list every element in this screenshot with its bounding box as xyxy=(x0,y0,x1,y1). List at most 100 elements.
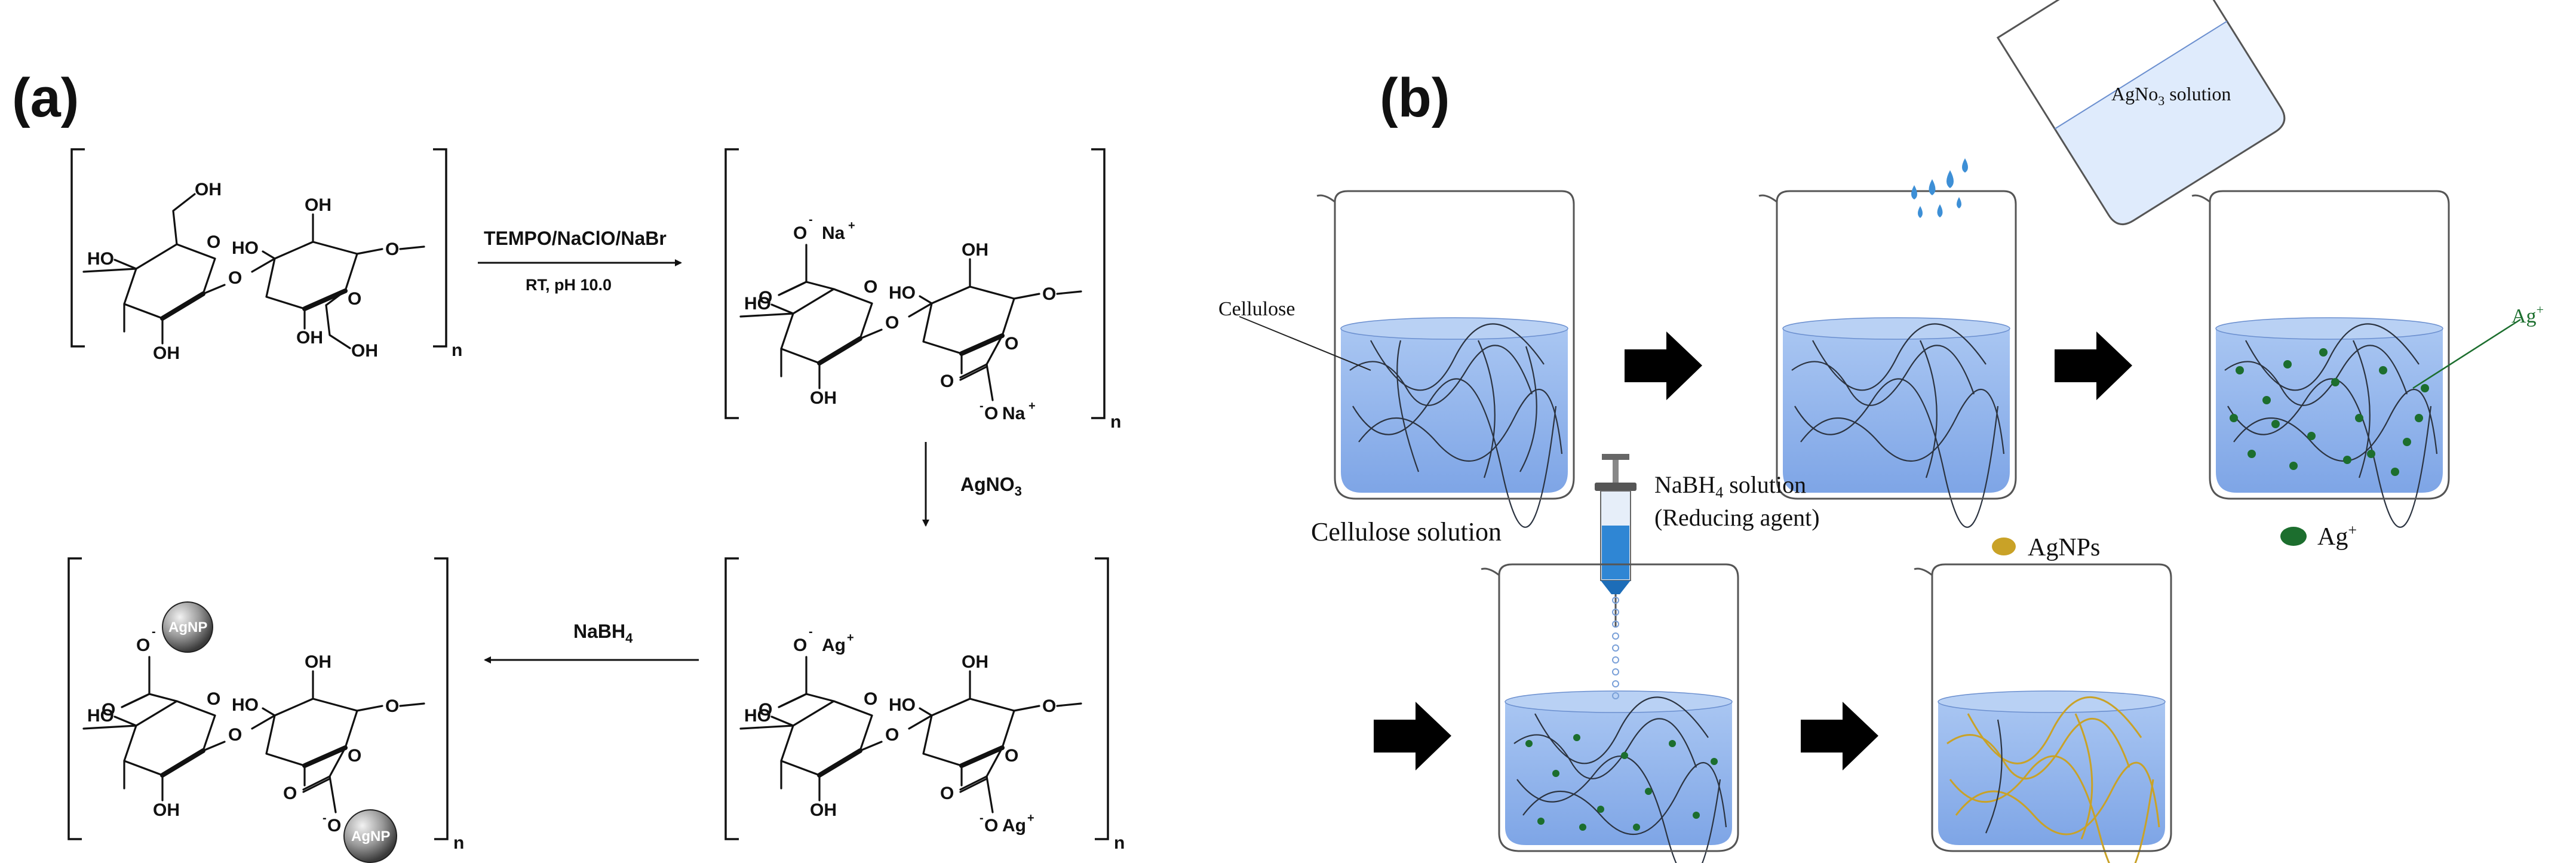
svg-text:NaBH4 solution: NaBH4 solution xyxy=(1654,471,1806,501)
atom-na: Na xyxy=(822,223,845,243)
charge: - xyxy=(152,625,156,638)
charge: + xyxy=(848,219,855,232)
arrow-reduction: NaBH4 xyxy=(484,621,699,664)
atom-ho: HO xyxy=(87,249,114,269)
atom-ho: HO xyxy=(232,238,259,258)
molecule-agnp-cellulose: n O O - O O - O O O O HO OH OH HO xyxy=(67,557,464,863)
subscript: 4 xyxy=(625,631,633,646)
end-o: O xyxy=(385,696,399,716)
link-o: O xyxy=(228,725,242,745)
ring-o: O xyxy=(864,277,877,297)
link-o: O xyxy=(228,268,242,288)
link-o: O xyxy=(885,313,899,333)
molecule-carboxylated: n O O - Na + O O - Na + O O O xyxy=(724,148,1121,432)
process-arrow-1 xyxy=(1625,331,1702,400)
charge: + xyxy=(1027,812,1034,825)
atom-o: O xyxy=(102,700,115,720)
reagent-tempo: TEMPO/NaClO/NaBr xyxy=(484,228,667,249)
beaker-agnps xyxy=(1914,563,2172,863)
atom-o: O xyxy=(984,816,998,836)
agno3-drops xyxy=(1911,158,1968,218)
svg-text:NaBH4: NaBH4 xyxy=(573,621,633,646)
charge: - xyxy=(809,213,813,226)
subscript: 3 xyxy=(2158,93,2164,108)
svg-text:AgNO3: AgNO3 xyxy=(960,474,1022,499)
panel-a-label: (a) xyxy=(12,67,79,128)
atom-oh: OH xyxy=(810,388,837,408)
process-arrow-3 xyxy=(1374,702,1451,770)
nabh4-drops xyxy=(1612,597,1619,699)
subscript: 4 xyxy=(1715,484,1723,501)
molecule-cellulose: n OH OH O O O O HO OH OH HO OH xyxy=(70,148,462,363)
svg-text:Ag+: Ag+ xyxy=(2511,302,2544,327)
beaker-reduction xyxy=(1481,563,1739,863)
cellulose-fibers xyxy=(1349,323,1563,528)
atom-oh: OH xyxy=(962,652,988,672)
arrow-silver: AgNO3 xyxy=(922,442,1022,527)
end-o: O xyxy=(1042,284,1056,304)
atom-ho: HO xyxy=(889,695,916,715)
ring-o: O xyxy=(348,746,361,766)
svg-text:Ag+: Ag+ xyxy=(2317,521,2357,551)
cellulose-solution-label: Cellulose solution xyxy=(1311,517,1502,546)
ring-o: O xyxy=(1005,746,1018,766)
panel-b-label: (b) xyxy=(1380,67,1450,128)
atom-o: O xyxy=(759,288,772,308)
atom-ho: HO xyxy=(744,294,771,314)
nabh4-label: NaBH xyxy=(1654,471,1715,498)
syringe-nabh4 xyxy=(1595,454,1637,627)
atom-ho: HO xyxy=(232,695,259,715)
charge: - xyxy=(980,400,984,413)
agnp-sphere-bottom: AgNP xyxy=(343,809,397,863)
ag-ion-label: Ag xyxy=(2511,305,2537,327)
atom-o: O xyxy=(136,635,150,655)
atom-o: O xyxy=(793,223,807,243)
atom-ag: Ag xyxy=(1002,816,1026,836)
cellulose-label: Cellulose xyxy=(1218,298,1295,320)
atom-o: O xyxy=(940,784,954,803)
ag-ion-dots xyxy=(2230,348,2429,476)
svg-text:AgNo3 solution: AgNo3 solution xyxy=(2111,83,2231,108)
atom-oh: OH xyxy=(153,343,180,363)
atom-o: O xyxy=(984,404,998,423)
label-suffix: solution xyxy=(1723,471,1806,498)
ag-legend-dot xyxy=(2280,527,2307,546)
atom-oh: OH xyxy=(195,180,222,199)
agnp-label: AgNP xyxy=(351,828,390,844)
repeat-n: n xyxy=(1110,412,1121,432)
charge: - xyxy=(323,812,327,825)
atom-ho: HO xyxy=(889,283,916,303)
atom-o: O xyxy=(940,371,954,391)
reducing-agent-label: (Reducing agent) xyxy=(1654,504,1820,531)
atom-oh: OH xyxy=(305,652,331,672)
agnps-legend-label: AgNPs xyxy=(2028,534,2100,561)
end-o: O xyxy=(385,239,399,259)
charge: + xyxy=(847,631,854,644)
atom-ho: HO xyxy=(744,706,771,726)
process-arrow-4 xyxy=(1801,702,1878,770)
link-o: O xyxy=(885,725,899,745)
atom-oh: OH xyxy=(962,240,988,260)
ring-o: O xyxy=(864,689,877,709)
atom-oh: OH xyxy=(351,341,378,361)
reagent-nabh4: NaBH xyxy=(573,621,625,642)
beaker-adding-agno3 xyxy=(1758,190,2017,528)
atom-ag: Ag xyxy=(822,635,846,655)
atom-oh: OH xyxy=(810,800,837,820)
atom-o: O xyxy=(793,635,807,655)
ring-o: O xyxy=(207,232,220,252)
reagent-agno3: AgNO xyxy=(960,474,1015,495)
atom-o: O xyxy=(327,816,341,836)
repeat-n: n xyxy=(452,340,462,360)
molecule-silver-carboxylate: n O O - Ag + O O - Ag + O O O O HO O xyxy=(724,557,1125,853)
arrow-oxidation: TEMPO/NaClO/NaBr RT, pH 10.0 xyxy=(478,228,682,294)
charge: - xyxy=(980,812,984,825)
charge: + xyxy=(2348,521,2357,539)
agno3-solution-label: AgNo xyxy=(2111,83,2158,105)
beaker-ag-ions xyxy=(2191,190,2521,528)
label-suffix: solution xyxy=(2164,83,2231,105)
charge: + xyxy=(2537,302,2544,317)
atom-ho: HO xyxy=(87,706,114,726)
agnp-label: AgNP xyxy=(168,619,207,635)
beaker-cellulose xyxy=(1239,190,1575,528)
